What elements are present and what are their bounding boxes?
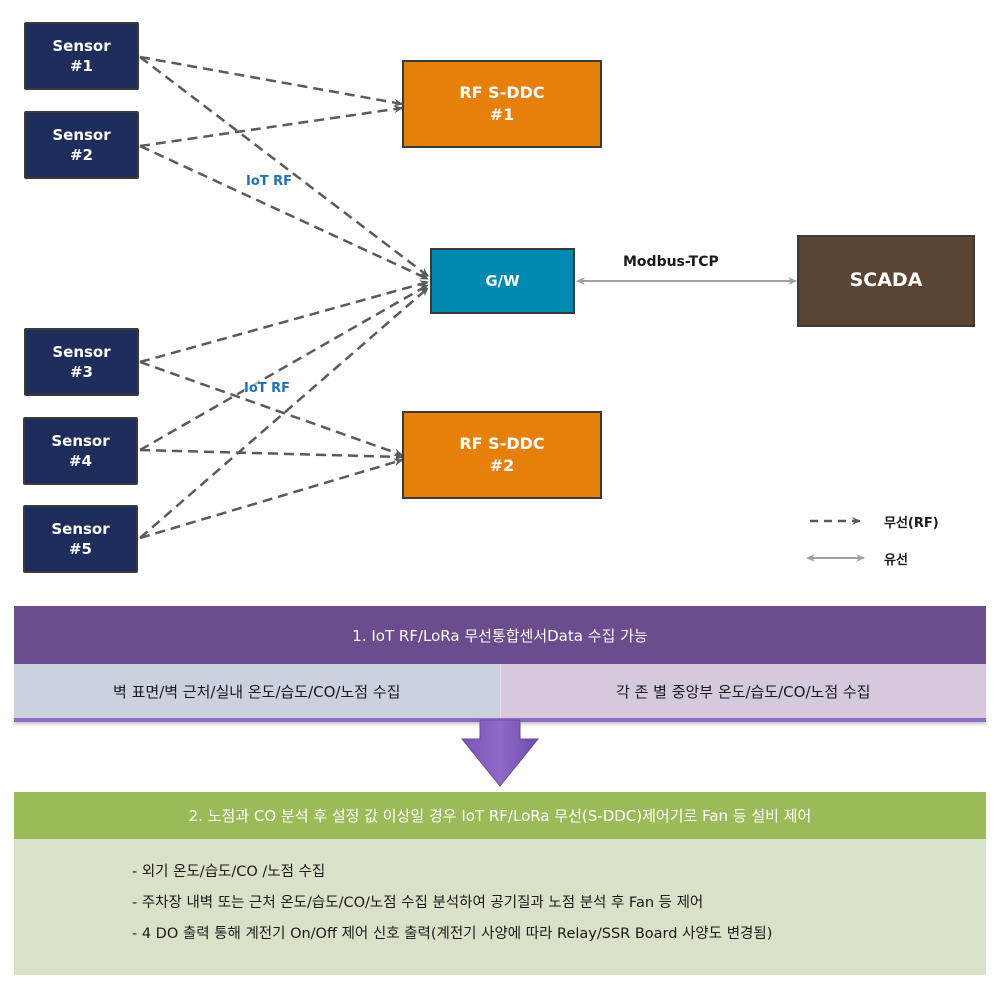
section2-header: 2. 노점과 CO 분석 후 설정 값 이상일 경우 IoT RF/LoRa 무… <box>14 792 986 839</box>
bullet-item: - 주차장 내벽 또는 근처 온도/습도/CO/노점 수집 분석하여 공기질과 … <box>132 895 704 911</box>
iot-rf-label-bottom: IoT RF <box>244 381 291 396</box>
section1-title: 1. IoT RF/LoRa 무선통합센서Data 수집 가능 <box>352 626 648 645</box>
link-layer <box>139 55 865 562</box>
legend-wireless-label: 무선(RF) <box>884 516 939 531</box>
link-sensor1-gw <box>139 56 429 277</box>
bullet-item: - 외기 온도/습도/CO /노점 수집 <box>132 864 326 880</box>
link-sensor4-gw <box>139 283 429 452</box>
section1-cell-zone: 각 존 별 중앙부 온도/습도/CO/노점 수집 <box>499 664 986 718</box>
link-sensor4-sddc2 <box>139 448 403 461</box>
section1-cell-zone-text: 각 존 별 중앙부 온도/습도/CO/노점 수집 <box>616 682 871 701</box>
link-sensor3-sddc2 <box>139 360 403 457</box>
scada-node: SCADA <box>797 235 975 327</box>
down-arrow-icon <box>460 719 540 787</box>
section1-row: 벽 표면/벽 근처/실내 온도/습도/CO/노점 수집 각 존 별 중앙부 온도… <box>14 664 986 718</box>
modbus-tcp-label: Modbus-TCP <box>623 254 719 270</box>
iot-rf-label-top: IoT RF <box>246 174 293 189</box>
link-sensor3-gw <box>139 280 429 364</box>
section1-cell-wall-text: 벽 표면/벽 근처/실내 온도/습도/CO/노점 수집 <box>113 682 401 701</box>
link-sensor2-gw <box>139 144 429 281</box>
legend-wired-label: 유선 <box>884 553 908 568</box>
gateway-node: G/W <box>430 248 575 314</box>
section1-cell-wall: 벽 표면/벽 근처/실내 온도/습도/CO/노점 수집 <box>14 664 500 718</box>
sensor-3-node: Sensor #3 <box>24 328 139 396</box>
link-sensor1-sddc1 <box>139 55 403 107</box>
sensor-5-node: Sensor #5 <box>23 505 138 573</box>
link-sensor2-sddc1 <box>139 105 403 148</box>
section2-title: 2. 노점과 CO 분석 후 설정 값 이상일 경우 IoT RF/LoRa 무… <box>188 807 812 825</box>
link-sensor5-sddc2 <box>139 458 403 540</box>
network-diagram: Sensor #1 Sensor #2 Sensor #3 Sensor #4 … <box>23 22 975 573</box>
section2-body: - 외기 온도/습도/CO /노점 수집 - 주차장 내벽 또는 근처 온도/습… <box>14 839 986 975</box>
bullet-item: - 4 DO 출력 통해 계전기 On/Off 제어 신호 출력(계전기 사양에… <box>132 926 773 942</box>
section1-header: 1. IoT RF/LoRa 무선통합센서Data 수집 가능 <box>14 606 986 664</box>
sddc-1-node: RF S-DDC #1 <box>402 60 602 148</box>
sensor-2-node: Sensor #2 <box>24 111 139 179</box>
sddc-2-node: RF S-DDC #2 <box>402 411 602 499</box>
sensor-4-node: Sensor #4 <box>23 417 138 485</box>
sensor-1-node: Sensor #1 <box>24 22 139 90</box>
